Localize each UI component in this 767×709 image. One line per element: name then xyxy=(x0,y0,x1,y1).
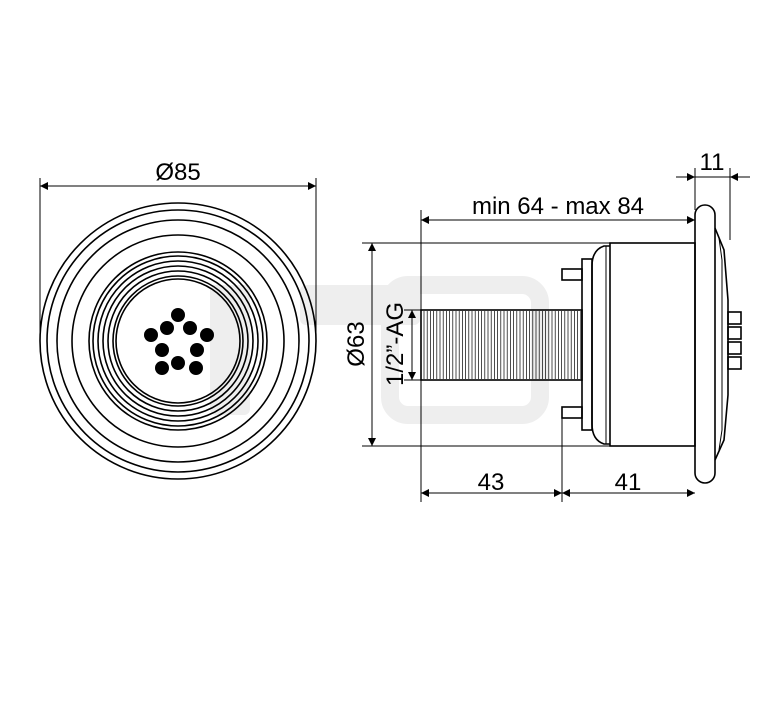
ring xyxy=(56,219,300,463)
ring xyxy=(71,234,285,448)
nozzle-button xyxy=(727,311,742,325)
nozzle-button xyxy=(727,341,742,355)
threaded-pipe xyxy=(420,309,583,381)
lug-bottom xyxy=(561,406,583,419)
diameter-85-label: Ø85 xyxy=(155,159,200,186)
nozzle-hole xyxy=(189,361,203,375)
side-view: 11 min 64 - max 84 Ø63 1/2”-AG 43 41 xyxy=(343,149,750,502)
body-length-label: 41 xyxy=(615,469,642,496)
nozzle-hole xyxy=(183,321,197,335)
ring xyxy=(88,251,268,431)
nozzle-hole xyxy=(160,321,174,335)
ring xyxy=(97,260,259,422)
thread-length-label: 43 xyxy=(478,469,505,496)
flange xyxy=(694,204,716,484)
lug-top xyxy=(561,268,583,281)
ring xyxy=(115,278,241,404)
front-view: Ø85 xyxy=(39,159,317,480)
collar xyxy=(591,245,610,445)
nozzle-hole xyxy=(190,343,204,357)
nozzle-hole xyxy=(200,328,214,342)
nozzle-holes xyxy=(144,308,214,375)
ring xyxy=(39,202,317,480)
thread-size-label: 1/2”-AG xyxy=(382,302,409,386)
ring xyxy=(46,209,310,473)
body-diameter-label: Ø63 xyxy=(343,321,370,366)
flange-thickness-label: 11 xyxy=(700,149,725,176)
ring xyxy=(102,265,254,417)
ring xyxy=(92,255,264,427)
mounting-plate xyxy=(581,258,593,431)
watermark-logo xyxy=(210,276,549,424)
nozzle-hole xyxy=(171,356,185,370)
nozzle-button xyxy=(727,326,742,340)
nozzle-hole xyxy=(144,328,158,342)
nozzle-button xyxy=(727,356,742,370)
nozzle-hole xyxy=(171,308,185,322)
length-range-label: min 64 - max 84 xyxy=(472,193,644,220)
body-cylinder xyxy=(609,242,696,447)
nozzle-hole xyxy=(155,343,169,357)
ring xyxy=(107,270,249,412)
nozzle-hole xyxy=(155,361,169,375)
ring xyxy=(112,275,244,407)
